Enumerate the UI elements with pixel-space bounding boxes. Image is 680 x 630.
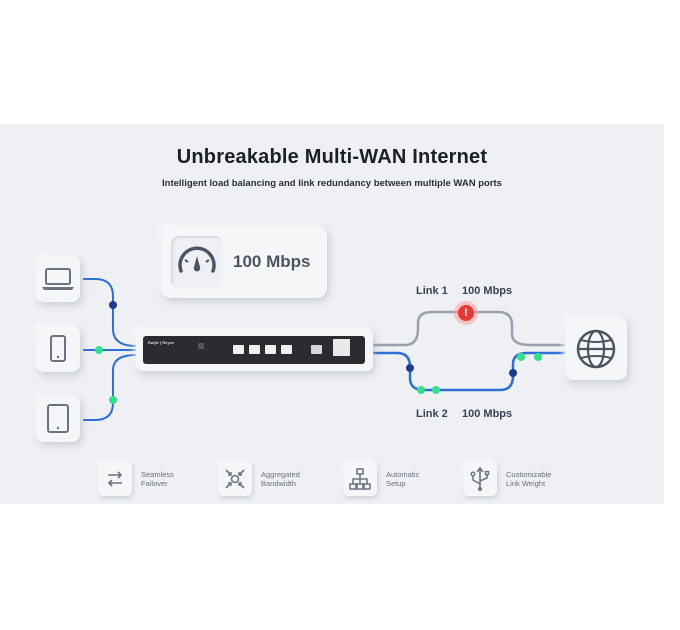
feature-line2: Setup — [386, 479, 406, 488]
tablet-device — [36, 396, 80, 442]
page-subtitle: Intelligent load balancing and link redu… — [162, 178, 502, 189]
tablet-wire — [83, 354, 137, 421]
node-green — [517, 353, 525, 361]
page-title: Unbreakable Multi-WAN Internet — [176, 146, 488, 168]
node-green — [417, 386, 425, 394]
connection-lines — [83, 278, 565, 421]
phone-device — [36, 326, 80, 372]
feature-line1: Aggregated — [261, 470, 300, 479]
node-dark — [406, 364, 414, 372]
feature-line1: Customizable — [506, 470, 552, 479]
feature-line1: Seamless — [141, 470, 174, 479]
router-brand: Ruijie | Reyee — [148, 340, 175, 345]
feature-line1: Automatic — [386, 470, 420, 479]
phone-icon — [50, 335, 66, 362]
speedometer-icon — [171, 236, 223, 288]
feature-line2: Failover — [141, 479, 168, 488]
link2-wire — [373, 351, 565, 392]
failover-arrows-icon — [98, 462, 132, 496]
link1-name: Link 1 — [416, 285, 448, 297]
link1-speed: 100 Mbps — [462, 285, 513, 297]
network-tree-icon — [343, 462, 377, 496]
link-fault-alert-icon: ! — [454, 301, 478, 325]
tablet-icon — [47, 404, 69, 433]
node-green — [432, 386, 440, 394]
link2-speed: 100 Mbps — [462, 408, 513, 420]
router-icon: Ruijie | Reyee — [143, 336, 365, 364]
node-green — [109, 396, 117, 404]
internet-card — [565, 318, 627, 380]
globe-icon — [576, 329, 616, 369]
node-green — [95, 346, 103, 354]
speed-card: 100 Mbps — [161, 226, 327, 298]
speed-value: 100 Mbps — [233, 252, 311, 271]
node-dark — [109, 301, 117, 309]
link2-name: Link 2 — [416, 408, 448, 420]
feature-panel: Unbreakable Multi-WAN Internet Intellige… — [0, 124, 664, 504]
node-dark — [509, 369, 517, 377]
laptop-device — [36, 256, 80, 302]
usb-fork-icon — [463, 462, 497, 496]
router-card: Ruijie | Reyee — [136, 329, 373, 371]
laptop-icon — [42, 268, 74, 290]
aggregation-icon — [218, 462, 252, 496]
feature-line2: Link Weight — [506, 479, 546, 488]
feature-line2: Bandwidth — [261, 479, 297, 488]
node-green — [534, 353, 542, 361]
laptop-wire — [83, 278, 137, 347]
